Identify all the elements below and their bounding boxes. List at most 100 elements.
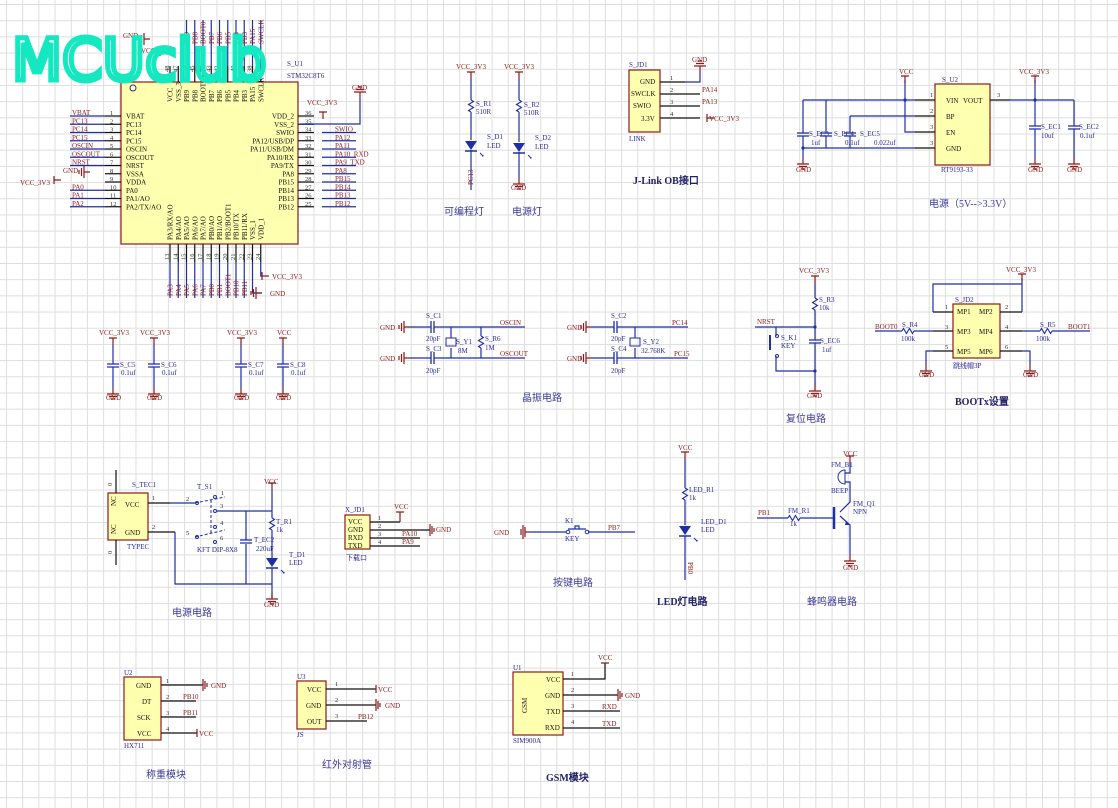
pin-number: 1	[378, 515, 381, 522]
ref-label: S_R1	[476, 100, 492, 108]
pin-name: VSS_3	[175, 82, 183, 102]
pin-name: VOUT	[963, 97, 983, 105]
pin-number: 32	[305, 143, 312, 150]
pin-number: 43	[205, 66, 212, 73]
pin-name: PA6/AO	[191, 216, 199, 240]
value-label: 0.022uf	[874, 139, 896, 147]
value-label: 0.1uf	[291, 369, 306, 377]
pin-name: PB5	[224, 89, 232, 102]
pin-number: 2	[378, 523, 381, 530]
net-label: OSCOUT	[500, 350, 529, 358]
pin-number: 19	[214, 254, 221, 261]
pin-name: PB9	[183, 89, 191, 102]
mcuclub-watermark-logo: MCUclub	[12, 26, 267, 94]
value-label: BEEP	[831, 487, 848, 495]
mcu-body	[120, 81, 299, 245]
ref-label: S_C3	[426, 345, 442, 353]
ref-label: S_K1	[781, 334, 797, 342]
ref-label: S_R2	[524, 101, 540, 109]
led-circuit: VCC LED_R1 1k LED_D1 LED PB0 LED灯电路	[657, 444, 727, 608]
pin-name: MP3	[957, 328, 971, 336]
ref-label: S_C5	[120, 361, 136, 369]
net-label: PA12	[335, 134, 351, 142]
ref-label: S_R4	[902, 321, 918, 329]
net-label: PB0	[208, 283, 216, 296]
pin-number: 4	[378, 539, 382, 546]
pin-number: 5	[945, 344, 948, 351]
pin-number: 42	[214, 66, 221, 73]
ref-label: S_D1	[487, 133, 503, 141]
ref-label: U2	[124, 669, 133, 677]
net-label: VBAT	[72, 109, 91, 117]
net-label: PB1	[216, 283, 224, 296]
ref-label: S_C6	[161, 361, 177, 369]
pin-name: 3.3V	[641, 115, 655, 123]
pin-number: 2	[930, 108, 933, 115]
pin-name: PA12/USB/DP	[252, 137, 294, 145]
pin-number: 6	[1005, 344, 1009, 351]
section-title: 复位电路	[786, 412, 826, 425]
net-label: SWCLK	[257, 20, 265, 45]
pin-number: 9	[110, 176, 113, 183]
value-label: LED	[535, 143, 549, 151]
pin-number: 3	[670, 99, 673, 106]
pin-number: 1	[110, 110, 113, 117]
pin-name: TXD	[546, 708, 560, 716]
pin-name: RXD	[348, 534, 363, 542]
pin-number: 4	[670, 111, 674, 118]
net-label: VCC_3V3	[99, 329, 129, 337]
ref-label: T_R1	[276, 518, 292, 526]
ref-label: FM_R1	[788, 507, 810, 515]
pin-number: 4	[110, 135, 114, 142]
ref-label: FM_B1	[831, 461, 853, 469]
net-label: NRST	[72, 159, 91, 167]
section-title: 电源电路	[172, 606, 212, 619]
pin-name: PB11/RX	[241, 213, 249, 240]
pin-number: 6	[110, 151, 114, 158]
net-label: VCC_3V3	[709, 115, 739, 123]
ref-label: FM_Q1	[853, 500, 876, 508]
net-label: VCC_3V3	[20, 179, 50, 187]
net-label: PA3	[167, 284, 175, 296]
reset-circuit: VCC_3V3 S_R3 10k NRST S_K1 KEY S_EC6 1uf…	[755, 267, 840, 425]
pin-number: 12	[110, 201, 117, 208]
net-label: PA2	[72, 200, 84, 208]
net-label: BOOT1	[1068, 323, 1091, 331]
section-title: 按键电路	[553, 576, 593, 589]
net-label: VCC	[598, 654, 613, 662]
pin-name: MP1	[957, 308, 971, 316]
section-title: 称重模块	[146, 768, 186, 781]
pin-name: OSCOUT	[126, 154, 155, 162]
section-title: 电源灯	[512, 205, 542, 218]
ref-label: S_Y1	[456, 338, 472, 346]
value-label: 510R	[476, 108, 492, 116]
net-label: PA4	[175, 284, 183, 296]
net-label: NRST	[757, 318, 776, 326]
pin-number: 35	[305, 118, 312, 125]
pin-number: 2	[110, 118, 113, 125]
pin-number: 15	[181, 254, 188, 261]
ref-label: S_D2	[535, 134, 551, 142]
value-label: 8M	[458, 347, 469, 355]
net-label: BOOT1	[224, 273, 232, 296]
pin-name: VCC	[125, 501, 140, 509]
jlink-connector: S_JD1 LINK GND SWCLK SWIO 3.3V GND 1 2 3…	[628, 56, 739, 187]
pin-number: 0	[107, 483, 114, 486]
net-label: VCC	[394, 503, 409, 511]
pin-name: TXD	[348, 542, 362, 550]
value-label: 100k	[901, 335, 916, 343]
net-label: PC15	[674, 350, 690, 358]
ref-label: LED_R1	[689, 486, 715, 494]
net-label: PA10_RXD	[335, 150, 369, 158]
net-label: PB1	[758, 509, 771, 517]
pin-number: 0	[107, 551, 114, 554]
net-label: PC14	[72, 126, 88, 134]
pin-number: 3	[945, 324, 948, 331]
net-label: PC13	[467, 169, 475, 185]
value-label: LED	[487, 142, 501, 150]
pin-number: 5	[110, 143, 113, 150]
value-label: 510R	[524, 109, 540, 117]
pin-name: PB10/TX	[233, 213, 241, 240]
ref-label: S_EC4	[834, 130, 854, 138]
